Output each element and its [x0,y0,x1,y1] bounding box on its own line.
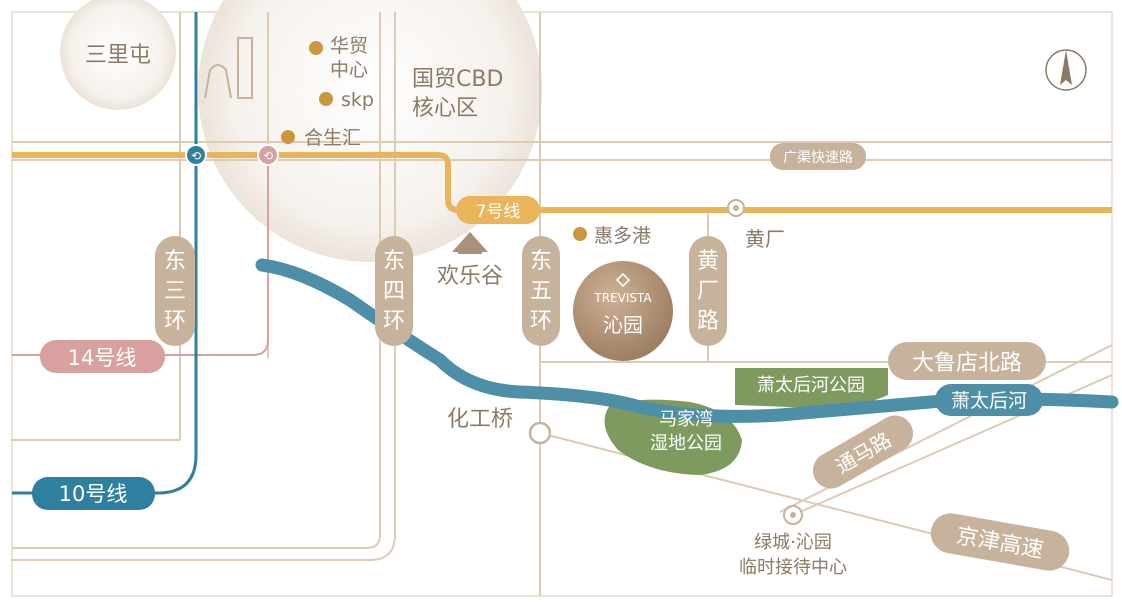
dong-si-huan-label-2: 四 [383,279,405,304]
dong-si-huan-label-3: 环 [383,309,405,334]
dong-san-huan-label-3: 环 [164,309,186,334]
metro-interchange-icon: ⟲ [185,144,207,166]
majiawan-park-label-2: 湿地公园 [650,433,722,454]
river-label: 萧太后河 [951,390,1027,412]
sanlitun-label: 三里屯 [85,43,151,68]
sanlitun-bubble [60,0,176,110]
metro-line-10 [12,12,198,495]
dong-si-huan-label-1: 东 [383,249,405,274]
huangchang-label: 黄厂 [745,227,785,251]
happy-valley-label: 欢乐谷 [437,264,503,289]
sales-office-icon [783,505,803,525]
mall-icon [309,41,323,55]
pagoda-icon [452,232,488,254]
huagongqiao-marker [528,421,552,445]
svg-text:⟲: ⟲ [191,149,201,163]
huiduogang-label: 惠多港 [594,225,651,247]
metro-line-14 [12,155,269,356]
metro-interchange-icon: ⟲ [257,144,279,166]
dalu-dian-bei-lu-label: 大鲁店北路 [912,351,1022,376]
dong-wu-huan-pill [522,236,560,346]
line14-label: 14号线 [68,346,137,370]
project-marker [573,261,673,361]
mall-icon [281,130,295,144]
jingjin-pill [930,513,1070,571]
cbd-label-2: 核心区 [412,96,478,121]
tongma-lu-pill [812,415,914,489]
heshenghui-label: 合生汇 [304,127,361,149]
line14-pill [40,340,165,373]
dalu-dian-pill [888,342,1046,380]
line10-label: 10号线 [59,482,128,506]
line10-pill [32,477,155,510]
project-name-en: TREVISTA [593,291,652,305]
dong-san-huan-label-2: 三 [164,279,186,304]
jingjin-pill-group: 京津高速 [930,513,1070,571]
guangqu-expressway-label: 广渠快速路 [783,150,853,166]
majiawan-park-label-1: 马家湾 [659,409,713,430]
huangchang-lu-pill [689,236,727,346]
skp-label: skp [341,89,374,111]
dong-san-huan-label-1: 东 [164,249,186,274]
dong-wu-huan-label-1: 东 [530,249,552,274]
guangqu-pill [770,143,866,170]
xiaotaihouhe-park-label: 萧太后河公园 [757,375,865,396]
project-name-cn: 沁园 [603,313,643,337]
cbd-bubble [198,0,542,262]
project-logo-icon [615,272,631,288]
huangchang-lu-label-3: 路 [697,309,719,334]
dong-san-huan-pill [155,236,195,346]
dong-si-huan-pill [375,236,413,346]
river-pill [935,384,1043,416]
huamao-label-1: 华贸 [330,35,368,57]
huangchang-lu-label-1: 黄 [697,249,719,274]
huangchang-lu-label-2: 厂 [697,279,719,304]
line7-pill [456,196,540,224]
huagongqiao-label: 化工桥 [447,407,513,432]
metro-line-7 [12,152,1112,213]
huamao-label-2: 中心 [330,59,368,81]
compass-icon [1045,49,1087,91]
sales-office-label-2: 临时接待中心 [739,557,847,578]
mall-icon [573,227,587,241]
xiaotaihouhe-park-area [735,368,888,408]
sales-office-label-1: 绿城·沁园 [754,532,832,553]
line7-label: 7号线 [476,202,521,222]
cbd-label-1: 国贸CBD [412,67,503,92]
tower-icon [204,37,253,99]
svg-text:⟲: ⟲ [263,149,273,163]
metro-station-icon [727,199,745,217]
dong-wu-huan-label-3: 环 [530,309,552,334]
dong-wu-huan-label-2: 五 [530,279,552,304]
mall-icon [319,92,333,106]
